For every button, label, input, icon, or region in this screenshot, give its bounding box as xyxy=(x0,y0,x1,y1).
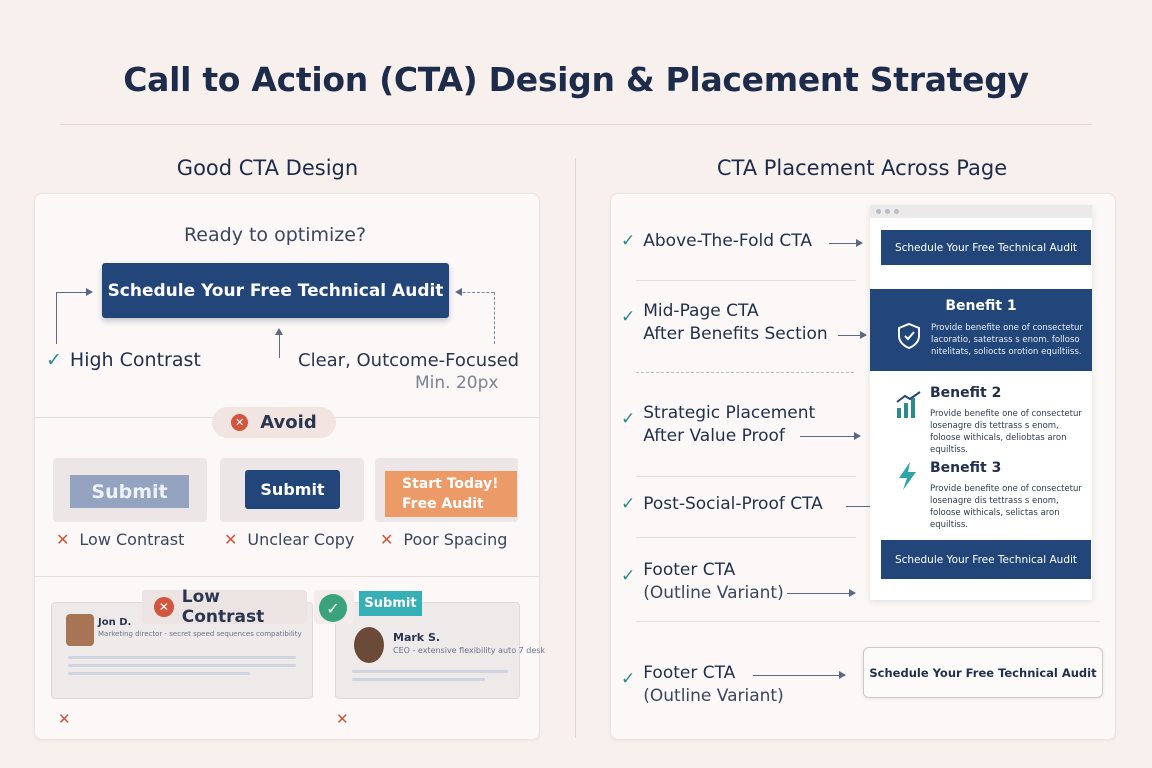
page-title: Call to Action (CTA) Design & Placement … xyxy=(123,60,1029,99)
title-divider xyxy=(60,124,1092,125)
check-icon: ✓ xyxy=(46,349,62,371)
avatar xyxy=(66,614,94,646)
placement-item-post-social: ✓Post-Social-Proof CTA xyxy=(621,494,823,514)
mock-top-cta-button[interactable]: Schedule Your Free Technical Audit xyxy=(881,230,1091,265)
low-contrast-badge: ✕ Low Contrast xyxy=(142,587,307,627)
browser-bar xyxy=(870,205,1092,218)
x-icon: ✕ xyxy=(224,530,238,549)
check-icon: ✓ xyxy=(621,494,636,514)
shield-icon xyxy=(896,322,922,350)
x-icon: ✕ xyxy=(380,530,394,549)
benefit-1-text: Provide benefite one of consectetur laco… xyxy=(931,323,1083,357)
arrow-connector xyxy=(753,671,846,679)
x-icon: ✕ xyxy=(56,530,70,549)
browser-dot-icon xyxy=(885,209,890,214)
placement-item-footer-outline: ✓ Footer CTA(Outline Variant) xyxy=(621,663,784,706)
chart-icon xyxy=(895,390,923,420)
section-divider xyxy=(34,576,540,577)
x-circle-icon: ✕ xyxy=(231,414,249,431)
benefit-1-block xyxy=(870,289,1092,371)
good-cta-heading: Good CTA Design xyxy=(176,156,359,180)
testimonial-name: Mark S. xyxy=(393,631,441,644)
placement-item-footer: ✓ Footer CTA(Outline Variant) xyxy=(621,560,784,603)
x-icon: ✕ xyxy=(336,710,349,728)
testimonial-role: Marketing director - secret speed sequen… xyxy=(98,630,302,638)
arrow-connector xyxy=(838,331,867,339)
benefit-2-title: Benefit 2 xyxy=(930,385,1002,401)
min-size-callout-line xyxy=(279,332,280,358)
benefit-2-text: Provide benefite one of consectetur lose… xyxy=(930,409,1082,455)
unclear-submit-button[interactable]: Submit xyxy=(245,470,340,509)
check-icon: ✓ xyxy=(621,231,636,251)
benefit-3-title: Benefit 3 xyxy=(930,460,1002,476)
page-mockup xyxy=(870,205,1092,600)
browser-dot-icon xyxy=(894,209,899,214)
lightning-icon xyxy=(895,460,919,492)
check-icon: ✓ xyxy=(621,409,636,429)
testimonial-text xyxy=(68,656,296,680)
testimonial-text xyxy=(352,670,508,686)
mock-bottom-cta-button[interactable]: Schedule Your Free Technical Audit xyxy=(881,540,1091,579)
column-divider xyxy=(575,158,576,738)
avatar xyxy=(354,627,384,663)
placement-item-above-fold: ✓Above-The-Fold CTA xyxy=(621,231,812,251)
high-contrast-label: ✓ High Contrast xyxy=(46,349,201,371)
submit-overlay-button[interactable]: Submit xyxy=(359,591,422,616)
high-contrast-arrow xyxy=(56,288,93,296)
benefit-1-title: Benefit 1 xyxy=(945,298,1017,314)
list-divider xyxy=(636,476,856,477)
min-size-label: Min. 20px xyxy=(415,373,499,393)
ready-text: Ready to optimize? xyxy=(183,224,367,246)
check-icon: ✓ xyxy=(621,566,636,586)
testimonial-card xyxy=(335,602,520,699)
check-icon: ✓ xyxy=(621,307,636,327)
min-size-arrowhead xyxy=(275,328,283,335)
placement-heading: CTA Placement Across Page xyxy=(716,156,1008,180)
low-contrast-submit-button[interactable]: Submit xyxy=(70,475,189,508)
outline-cta-button[interactable]: Schedule Your Free Technical Audit xyxy=(863,647,1103,698)
clear-copy-label: Clear, Outcome-Focused xyxy=(298,350,520,371)
x-icon: ✕ xyxy=(58,710,71,728)
check-circle-icon: ✓ xyxy=(319,594,347,622)
arrow-connector xyxy=(800,432,861,440)
list-divider xyxy=(636,280,856,281)
low-contrast-label: ✕Low Contrast xyxy=(56,530,185,549)
clear-copy-arrowhead xyxy=(455,288,462,296)
benefit-3-text: Provide benefite one of consectetur lose… xyxy=(930,484,1082,530)
poor-spacing-label: ✕Poor Spacing xyxy=(380,530,508,549)
high-contrast-callout-line xyxy=(56,292,57,344)
avoid-badge: ✕ Avoid xyxy=(212,407,336,438)
browser-dot-icon xyxy=(876,209,881,214)
check-icon: ✓ xyxy=(621,669,636,689)
testimonial-name: Jon D. xyxy=(98,617,132,628)
poor-spacing-button[interactable]: Start Today! Free Audit xyxy=(385,471,517,517)
arrow-connector xyxy=(787,589,856,597)
arrow-connector xyxy=(829,239,863,247)
list-divider xyxy=(636,537,856,538)
clear-copy-callout-line xyxy=(494,292,495,344)
x-circle-icon: ✕ xyxy=(154,597,174,617)
schedule-audit-cta-button[interactable]: Schedule Your Free Technical Audit xyxy=(102,263,449,318)
testimonial-role: CEO - extensive flexibility auto 7 desk xyxy=(393,646,546,655)
list-divider xyxy=(636,621,1100,622)
clear-copy-arrow xyxy=(458,292,494,293)
list-divider xyxy=(636,372,854,373)
unclear-copy-label: ✕Unclear Copy xyxy=(224,530,355,549)
